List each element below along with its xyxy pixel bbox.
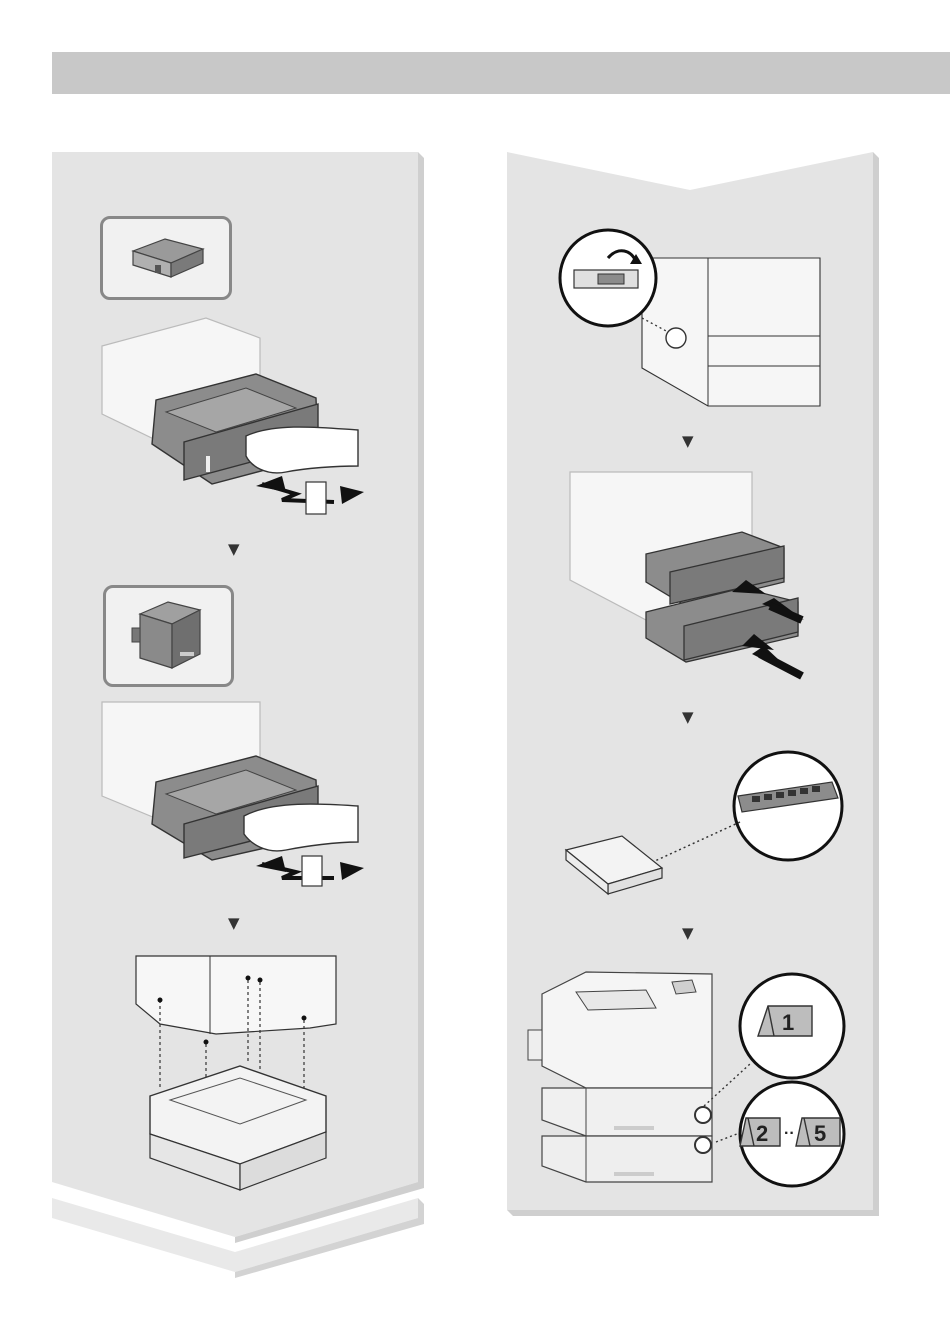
label-range-separator: ·· bbox=[784, 1125, 795, 1142]
step-arrow-1: ▼ bbox=[228, 542, 240, 557]
lower-label-from: 2 bbox=[756, 1121, 768, 1146]
remove-printer-drawer-illustration bbox=[96, 700, 376, 890]
step-arrow-2: ▼ bbox=[228, 916, 240, 931]
step-arrow-4: ▼ bbox=[682, 710, 694, 725]
section-header-bar bbox=[52, 52, 950, 94]
rotate-lock-lever-illustration bbox=[558, 218, 828, 414]
place-printer-on-feeder-illustration bbox=[130, 954, 340, 1194]
paper-feeder-icon bbox=[103, 219, 229, 297]
printer-icon bbox=[106, 588, 231, 684]
insert-drawers-illustration bbox=[566, 470, 816, 684]
printer-thumbnail bbox=[103, 585, 234, 687]
step-arrow-3: ▼ bbox=[682, 434, 694, 449]
size-labels-in-box-illustration bbox=[562, 744, 852, 904]
lower-label-to: 5 bbox=[814, 1121, 826, 1146]
top-label-callout: 1 bbox=[736, 970, 848, 1082]
step-arrow-5: ▼ bbox=[682, 926, 694, 941]
top-label-number: 1 bbox=[782, 1010, 794, 1035]
remove-feeder-drawer-illustration bbox=[96, 316, 376, 516]
lower-label-callout: 2 ·· 5 bbox=[736, 1078, 848, 1190]
paper-feeder-thumbnail bbox=[100, 216, 232, 300]
